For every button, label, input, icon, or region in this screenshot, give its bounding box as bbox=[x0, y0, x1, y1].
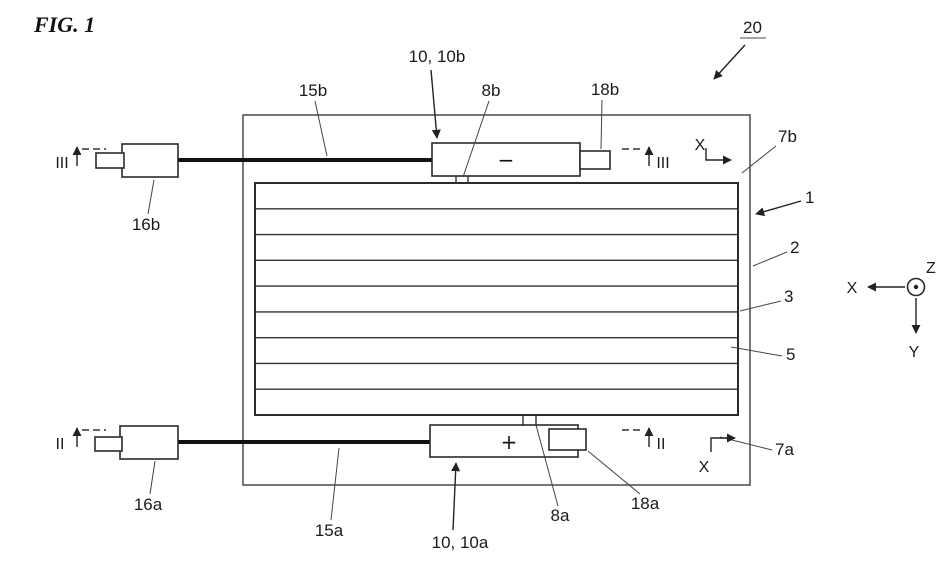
negative-terminal-plate bbox=[431, 142, 581, 177]
label-20: 20 bbox=[743, 18, 762, 37]
x-marker-bottom-label: X bbox=[699, 459, 710, 476]
label-18a: 18a bbox=[631, 494, 660, 513]
label-16b: 16b bbox=[132, 215, 160, 234]
section-marker-ii-right: II bbox=[657, 436, 666, 453]
leader-16b bbox=[147, 179, 155, 215]
leader-18b bbox=[600, 99, 603, 150]
label-1: 1 bbox=[805, 188, 814, 207]
label-7a: 7a bbox=[775, 440, 794, 459]
leader-7b bbox=[741, 145, 777, 174]
leader-2 bbox=[752, 251, 788, 267]
z-axis-label: Z bbox=[926, 260, 936, 277]
positive-sign: + bbox=[501, 430, 518, 454]
x-marker-top-arrow bbox=[705, 148, 732, 165]
leader-8b bbox=[462, 100, 490, 178]
section-marker-iii-right: III bbox=[656, 155, 669, 172]
section-marker-iii-left: III bbox=[55, 155, 68, 172]
positive-connector-tab bbox=[94, 436, 123, 452]
label-10-10a: 10, 10a bbox=[432, 533, 489, 552]
leader-10-10b bbox=[430, 69, 441, 139]
section-marker-ii-left: II bbox=[56, 436, 65, 453]
terminal-stub-18a bbox=[548, 428, 587, 451]
x-marker-bottom-arrow bbox=[710, 433, 736, 452]
label-18b: 18b bbox=[591, 80, 619, 99]
label-8b: 8b bbox=[482, 81, 501, 100]
label-5: 5 bbox=[786, 345, 795, 364]
label-8a: 8a bbox=[551, 506, 570, 525]
x-axis-label: X bbox=[847, 280, 858, 297]
label-10-10b: 10, 10b bbox=[409, 47, 466, 66]
leader-3 bbox=[739, 300, 782, 312]
label-20-arrow bbox=[713, 44, 746, 80]
negative-connector-16b bbox=[121, 143, 179, 178]
leader-1 bbox=[755, 200, 802, 217]
x-marker-top-label: X bbox=[695, 137, 706, 154]
leader-10-10a bbox=[451, 462, 461, 531]
label-16a: 16a bbox=[134, 495, 163, 514]
leader-15b bbox=[314, 100, 328, 157]
leader-8a bbox=[535, 424, 559, 507]
leader-15a bbox=[330, 447, 340, 521]
label-7b: 7b bbox=[778, 127, 797, 146]
label-2: 2 bbox=[790, 238, 799, 257]
y-axis-label: Y bbox=[909, 344, 920, 361]
label-15b: 15b bbox=[299, 81, 327, 100]
negative-connector-notch bbox=[95, 152, 125, 169]
leader-5 bbox=[730, 346, 783, 357]
positive-connector-16a bbox=[119, 425, 179, 460]
leader-18a bbox=[587, 450, 641, 495]
figure-title: FIG. 1 bbox=[33, 12, 95, 37]
leader-16a bbox=[149, 460, 156, 495]
label-15a: 15a bbox=[315, 521, 344, 540]
terminal-stub-18b bbox=[579, 150, 611, 170]
electrode-stack bbox=[254, 182, 739, 416]
label-3: 3 bbox=[784, 287, 793, 306]
negative-sign: − bbox=[498, 148, 515, 172]
z-axis-dot bbox=[913, 284, 919, 290]
